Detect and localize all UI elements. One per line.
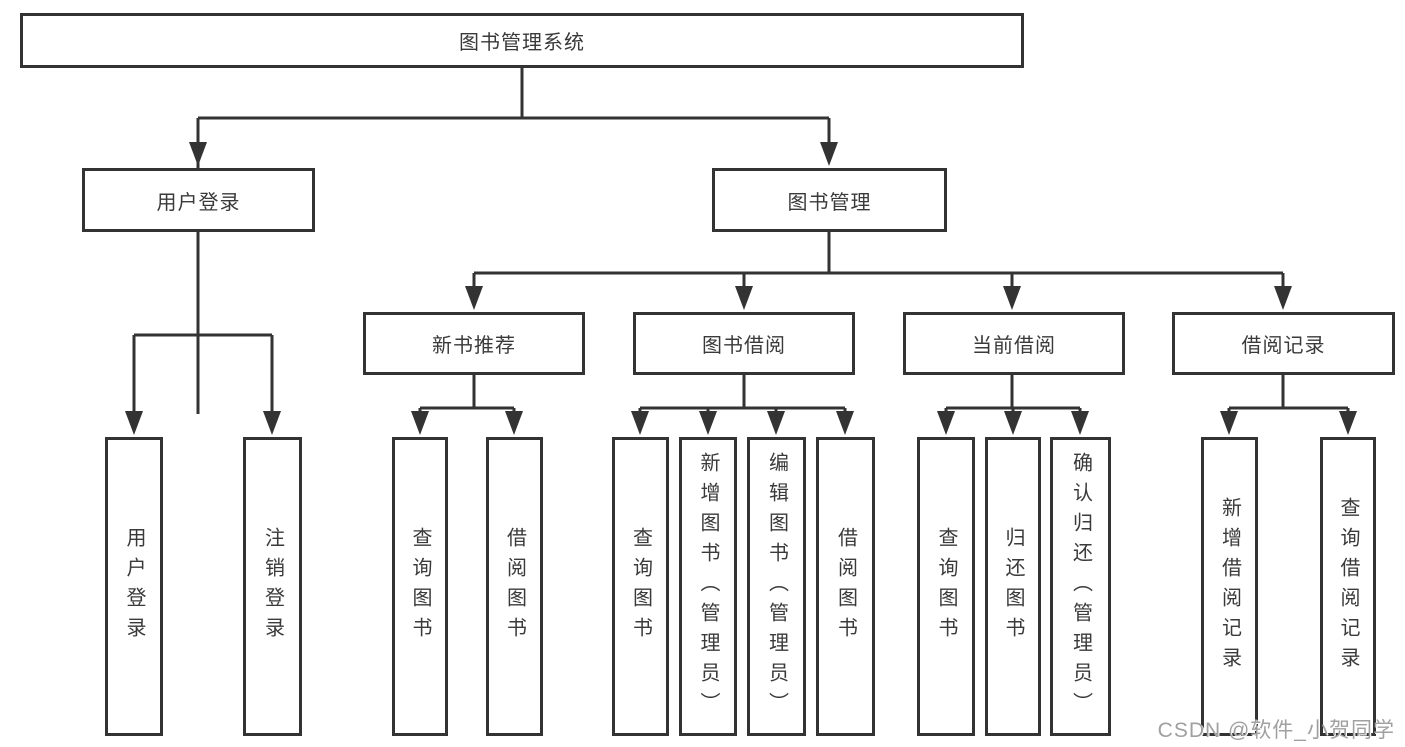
arrowhead-icon xyxy=(465,286,483,310)
arrowhead-icon xyxy=(699,411,717,435)
connector-root-to-level2 xyxy=(196,68,831,414)
node-label: 新书推荐 xyxy=(432,335,516,357)
node-label: 图书管理 xyxy=(787,191,872,214)
node-root-system: 图书管理系统 xyxy=(20,13,1024,68)
arrowheads xyxy=(125,142,1357,435)
arrowhead-icon xyxy=(735,286,753,310)
leaf-label: 注销登录 xyxy=(261,526,284,647)
leaf-label: 借阅图书 xyxy=(503,526,526,647)
leaf-query-books-recommend: 查询图书 xyxy=(392,437,448,736)
node-book-management: 图书管理 xyxy=(712,168,947,232)
leaf-add-borrow-record: 新增借阅记录 xyxy=(1201,437,1258,736)
leaf-query-books-current: 查询图书 xyxy=(917,437,975,736)
arrowhead-icon xyxy=(263,411,281,435)
leaf-borrow-books-borrow: 借阅图书 xyxy=(816,437,875,736)
node-label: 当前借阅 xyxy=(972,335,1056,357)
node-label: 借阅记录 xyxy=(1241,335,1326,357)
leaf-add-books-admin: 新增图书（管理员） xyxy=(679,437,737,736)
arrowhead-icon xyxy=(1003,286,1021,310)
arrowhead-icon xyxy=(937,411,955,435)
node-current-borrow: 当前借阅 xyxy=(903,312,1125,375)
leaf-label: 查询图书 xyxy=(409,526,431,647)
arrowhead-icon xyxy=(189,142,207,166)
connector-borrow-to-leaves xyxy=(638,375,847,414)
arrowhead-icon xyxy=(836,411,854,435)
leaf-label: 借阅图书 xyxy=(834,526,857,647)
leaf-label: 查询借阅记录 xyxy=(1337,496,1359,677)
leaf-label: 归还图书 xyxy=(1002,526,1024,647)
arrowhead-icon xyxy=(767,411,785,435)
connector-bookmgmt-to-level3 xyxy=(472,232,1285,290)
arrowhead-icon xyxy=(1220,411,1238,435)
leaf-label: 新增借阅记录 xyxy=(1218,496,1241,677)
leaf-label: 查询图书 xyxy=(935,526,957,647)
leaf-label: 编辑图书（管理员） xyxy=(765,451,788,722)
connector-records-to-leaves xyxy=(1227,375,1350,414)
leaf-label: 用户登录 xyxy=(123,526,145,647)
leaf-confirm-return-admin: 确认归还（管理员） xyxy=(1050,437,1111,736)
leaf-edit-books-admin: 编辑图书（管理员） xyxy=(747,437,806,736)
arrowhead-icon xyxy=(125,411,143,435)
node-label: 图书借阅 xyxy=(702,335,786,357)
leaf-query-borrow-record: 查询借阅记录 xyxy=(1320,437,1376,736)
arrowhead-icon xyxy=(820,142,838,166)
arrowhead-icon xyxy=(1339,411,1357,435)
leaf-label: 确认归还（管理员） xyxy=(1069,451,1092,722)
arrowhead-icon xyxy=(505,411,523,435)
node-label: 用户登录 xyxy=(156,191,241,214)
csdn-watermark: CSDN @软件_小贺同学 xyxy=(1157,719,1395,742)
node-label: 图书管理系统 xyxy=(459,32,585,54)
connector-userlogin-to-leaves xyxy=(132,232,274,414)
node-borrow-records: 借阅记录 xyxy=(1172,312,1395,375)
leaf-borrow-books-recommend: 借阅图书 xyxy=(486,437,543,736)
arrowhead-icon xyxy=(1274,286,1292,310)
connector-recommend-to-leaves xyxy=(418,375,516,414)
leaf-return-books: 归还图书 xyxy=(985,437,1041,736)
leaf-logout: 注销登录 xyxy=(243,437,302,736)
arrowhead-icon xyxy=(1004,411,1022,435)
leaf-label: 查询图书 xyxy=(629,526,652,647)
node-book-borrow: 图书借阅 xyxy=(633,312,855,375)
leaf-label: 新增图书（管理员） xyxy=(697,451,719,722)
arrowhead-icon xyxy=(1071,411,1089,435)
arrowhead-icon xyxy=(631,411,649,435)
arrowhead-icon xyxy=(411,411,429,435)
node-new-book-recommend: 新书推荐 xyxy=(363,312,585,375)
leaf-user-login: 用户登录 xyxy=(105,437,163,736)
connector-current-to-leaves xyxy=(944,375,1082,414)
leaf-query-books-borrow: 查询图书 xyxy=(612,437,669,736)
node-user-login: 用户登录 xyxy=(82,168,315,232)
